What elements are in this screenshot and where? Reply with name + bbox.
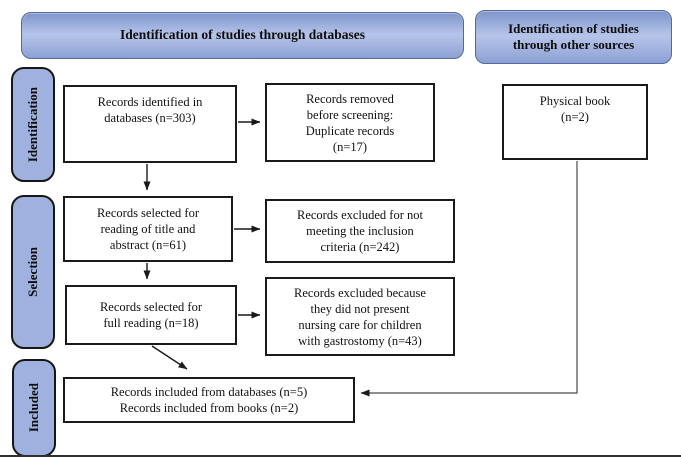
box-full-reading-text: Records selected for full reading (n=18) (99, 300, 203, 330)
stage-selection-text: Selection (25, 247, 40, 297)
banner-databases: Identification of studies through databa… (21, 12, 464, 59)
box-records-identified-text: Records identified in databases (n=303) (97, 95, 203, 125)
box-excluded-gastrostomy-text: Records excluded because they did not pr… (294, 285, 426, 348)
box-records-included-text: Records included from databases (n=5) Re… (110, 385, 308, 415)
stage-label-included: Included (12, 359, 56, 457)
box-records-included: Records included from databases (n=5) Re… (63, 377, 355, 423)
box-title-abstract-screening: Records selected for reading of title an… (63, 196, 233, 262)
box-records-identified: Records identified in databases (n=303) (63, 85, 237, 163)
box-excluded-criteria: Records excluded for not meeting the inc… (265, 199, 455, 263)
box-records-removed-text: Records removed before screening: Duplic… (305, 91, 395, 154)
stage-included-text: Included (26, 383, 41, 433)
box-physical-book: Physical book (n=2) (502, 84, 648, 160)
arrow-full-reading-to-included (151, 345, 188, 370)
stage-label-selection: Selection (11, 195, 55, 349)
box-records-removed: Records removed before screening: Duplic… (265, 83, 435, 162)
box-excluded-gastrostomy: Records excluded because they did not pr… (265, 277, 455, 356)
box-title-abstract-text: Records selected for reading of title an… (96, 206, 200, 252)
banner-other-sources-label: Identification of studies through other … (508, 20, 639, 52)
banner-databases-label: Identification of studies through databa… (119, 27, 366, 43)
box-full-reading: Records selected for full reading (n=18) (65, 285, 237, 345)
box-physical-book-text: Physical book (n=2) (539, 94, 611, 124)
stage-label-identification: Identification (11, 67, 55, 182)
stage-identification-text: Identification (25, 86, 40, 163)
box-excluded-criteria-text: Records excluded for not meeting the inc… (296, 208, 423, 254)
bottom-border-line (0, 455, 681, 457)
banner-other-sources: Identification of studies through other … (475, 10, 672, 64)
